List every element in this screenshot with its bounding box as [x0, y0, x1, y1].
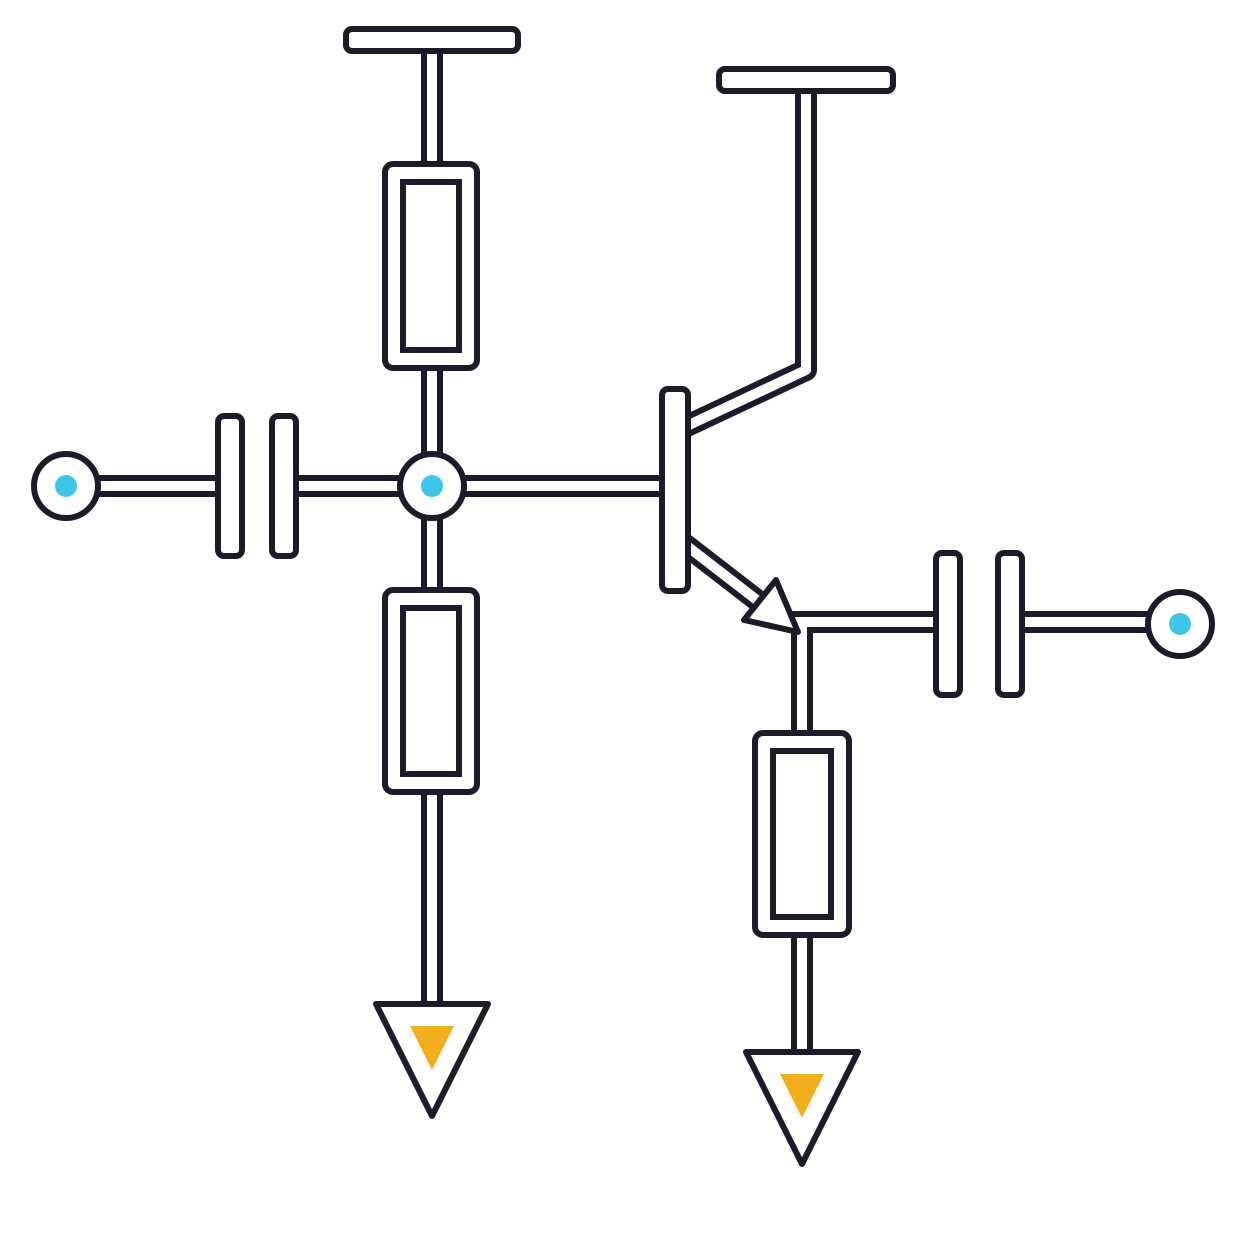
wires-fill [75, 35, 1170, 1063]
input-terminal [31, 451, 101, 521]
npn-transistor-icon [659, 386, 801, 635]
ground-left [373, 1001, 491, 1119]
emitter-arrow-icon [741, 577, 801, 635]
resistor-emitter [752, 730, 852, 938]
supply-rail-right [716, 66, 896, 94]
resistor-top [382, 161, 480, 371]
ground-right [743, 1049, 861, 1167]
supply-rail-left [343, 26, 521, 54]
resistor-bottom [382, 587, 480, 795]
capacitor-input [215, 413, 299, 559]
junction-node [397, 451, 467, 521]
capacitor-output [933, 550, 1025, 698]
output-terminal [1145, 589, 1215, 659]
